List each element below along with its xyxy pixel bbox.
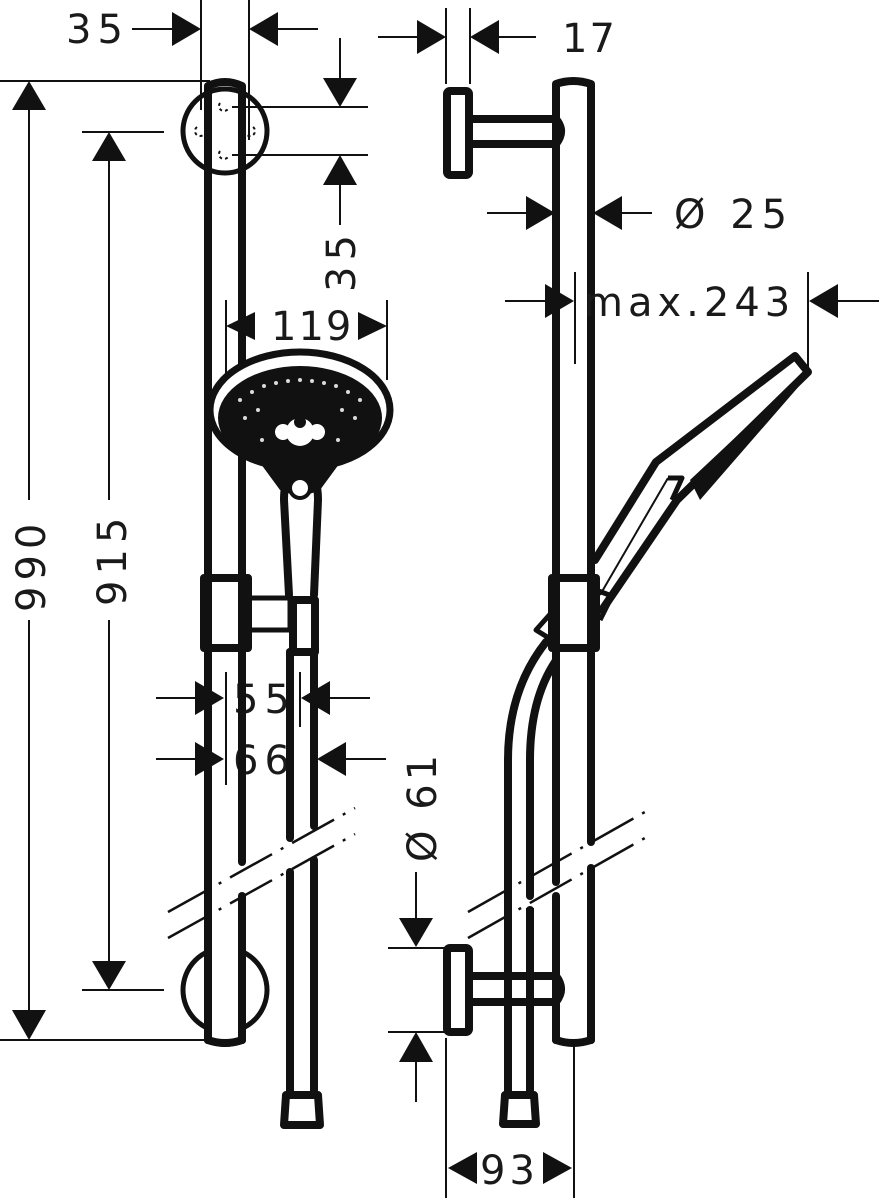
wall-bracket-top-side bbox=[443, 87, 565, 179]
dimension-wall-depth: 93 bbox=[445, 1038, 575, 1198]
label-rail-offset: 17 bbox=[562, 16, 617, 62]
hose-nut-side bbox=[499, 1091, 540, 1128]
dimension-max-projection: max.243 bbox=[505, 272, 879, 370]
wall-bracket-top bbox=[180, 86, 270, 176]
dimension-bracket-distance: 915 bbox=[82, 131, 164, 991]
dimension-holder-depth: 55 66 bbox=[156, 672, 386, 785]
dimension-rail-offset: 17 bbox=[378, 8, 617, 84]
dimension-hole-spacing: 35 bbox=[232, 38, 368, 292]
hand-shower-side bbox=[591, 352, 812, 614]
front-view: 35 35 bbox=[0, 0, 446, 1129]
label-rail-diameter: Ø 25 bbox=[674, 192, 793, 238]
wall-bracket-bottom-side bbox=[443, 944, 595, 1099]
dimension-total-height: 990 bbox=[0, 80, 210, 1041]
dimension-hand-shower-diameter: 119 bbox=[225, 300, 388, 380]
label-bracket-distance: 915 bbox=[90, 512, 136, 606]
dimension-rail-diameter: Ø 25 bbox=[487, 192, 793, 238]
shower-rail-front bbox=[204, 78, 246, 1044]
hose-nut-front bbox=[280, 1091, 324, 1129]
hand-shower-front bbox=[206, 348, 394, 599]
dimension-hose-connector: Ø 61 bbox=[388, 751, 446, 1102]
label-hole-spacing: 35 bbox=[319, 229, 365, 292]
shower-rail-side bbox=[552, 77, 595, 1044]
dimension-bracket-width: 35 bbox=[66, 0, 318, 140]
screw-holes bbox=[194, 102, 256, 160]
label-wall-depth: 93 bbox=[480, 1148, 539, 1194]
break-lines-front bbox=[160, 808, 370, 934]
side-view: 17 Ø 25 max.243 bbox=[378, 8, 879, 1198]
label-bracket-width: 35 bbox=[66, 7, 129, 53]
label-total-height: 990 bbox=[9, 518, 55, 612]
shower-holder-side bbox=[533, 574, 615, 652]
label-hand-shower-diameter: 119 bbox=[271, 304, 353, 350]
label-max-projection: max.243 bbox=[584, 280, 795, 326]
rail-segments-front bbox=[204, 644, 318, 1099]
shower-holder-front bbox=[200, 574, 319, 656]
label-hose-connector: Ø 61 bbox=[400, 751, 446, 862]
